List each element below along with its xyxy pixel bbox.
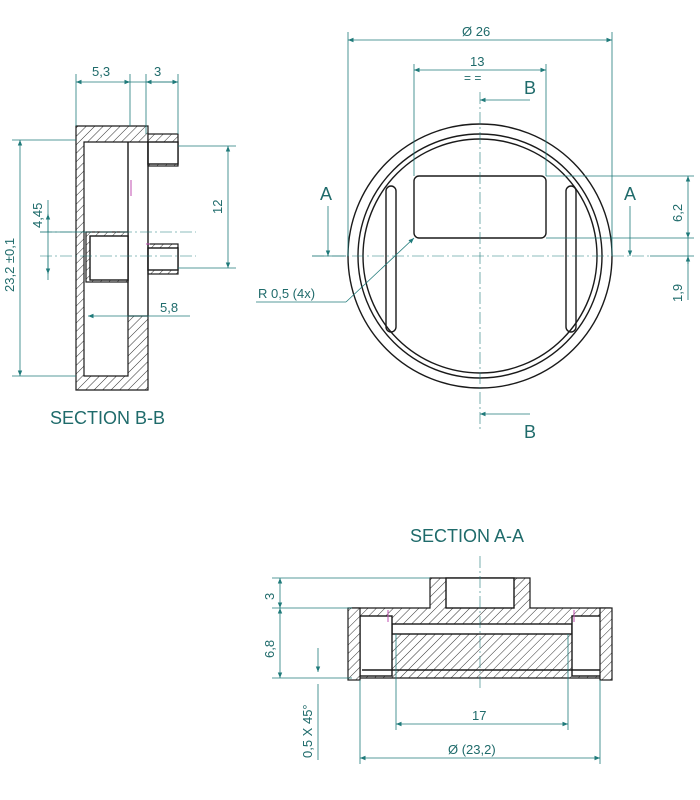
cut-a-left: A <box>320 184 332 204</box>
dim-aa-body-height: 6,8 <box>262 640 277 658</box>
section-bb-title: SECTION B-B <box>50 408 165 428</box>
cut-a-right: A <box>624 184 636 204</box>
dim-top-radius: R 0,5 (4x) <box>258 286 315 301</box>
top-view: Ø 26 13 = = 6,2 1,9 R 0,5 (4x) A A B B <box>256 24 694 442</box>
dim-bb-top-right: 3 <box>154 64 161 79</box>
section-aa-title: SECTION A-A <box>410 526 524 546</box>
dim-aa-inner: 17 <box>472 708 486 723</box>
dim-top-sym: = = <box>464 71 481 85</box>
dim-bb-height: 23,2 ±0,1 <box>2 238 17 292</box>
dim-bb-boss: 12 <box>210 200 225 214</box>
dim-bb-top-left: 5,3 <box>92 64 110 79</box>
dim-top-slot-height: 6,2 <box>670 204 685 222</box>
dim-aa-chamfer: 0,5 X 45° <box>300 704 315 758</box>
section-bb-view: 5,3 3 23,2 ±0,1 4,45 12 5,8 SECTION B-B <box>2 64 236 428</box>
dim-aa-diameter: Ø (23,2) <box>448 742 496 757</box>
section-aa-view: SECTION A-A 3 6,8 0,5 X 45° 17 Ø (23,2) <box>262 526 613 764</box>
dim-aa-boss-height: 3 <box>262 593 277 600</box>
dim-top-offset: 1,9 <box>670 284 685 302</box>
cut-b-top: B <box>524 78 536 98</box>
dim-bb-depth: 5,8 <box>160 300 178 315</box>
cut-b-bottom: B <box>524 422 536 442</box>
dim-bb-offset: 4,45 <box>30 203 45 228</box>
dim-top-diameter: Ø 26 <box>462 24 490 39</box>
dim-top-slot-width: 13 <box>470 54 484 69</box>
